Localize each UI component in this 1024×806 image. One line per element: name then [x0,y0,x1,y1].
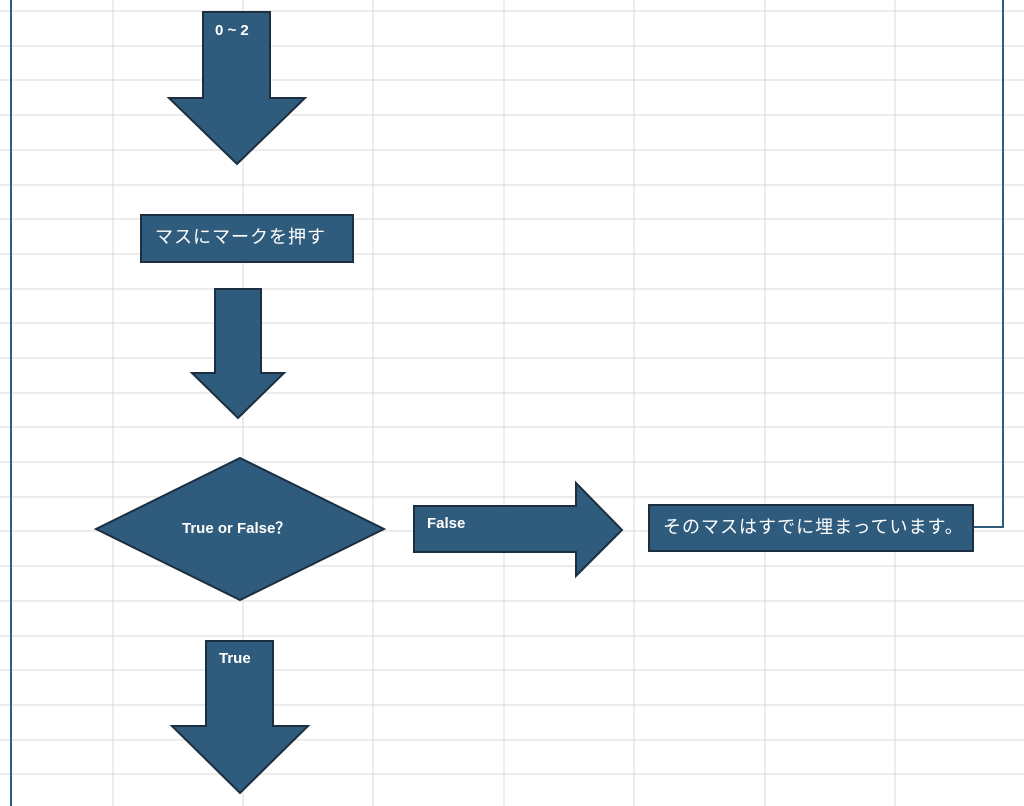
message-box-label: そのマスはすでに埋まっています。 [663,517,964,538]
true-arrow-down[interactable] [169,640,311,795]
true-arrow-label: True [219,650,251,667]
false-arrow-right[interactable] [413,480,624,579]
down-arrow-middle[interactable] [189,288,287,420]
loop-back-connector [973,0,1004,528]
process-box[interactable] [140,214,354,263]
down-arrow-top[interactable] [166,11,308,166]
process-box-label: マスにマークを押す [155,227,326,248]
decision-diamond[interactable] [93,456,387,602]
message-box[interactable] [648,504,974,552]
false-arrow-label: False [427,515,466,532]
decision-label: True or False？ [182,520,291,537]
arrow-top-label: 0 ~ 2 [215,22,249,39]
